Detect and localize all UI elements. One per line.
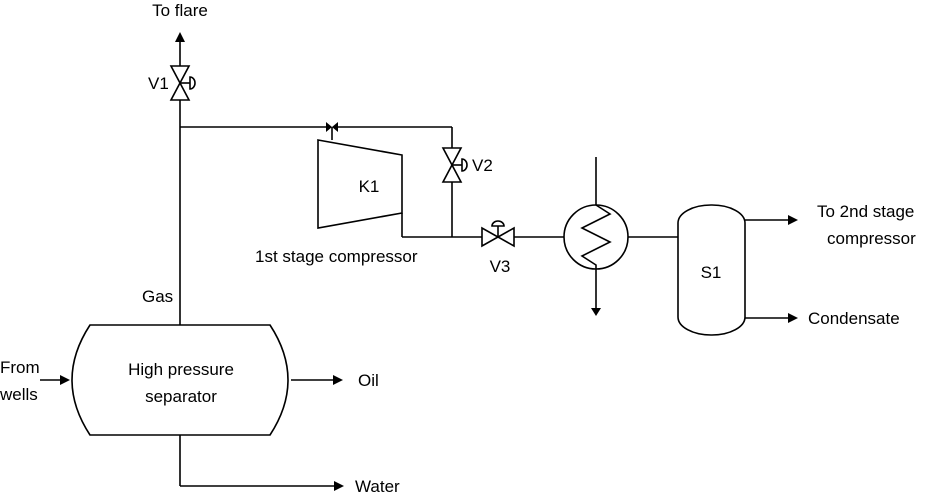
compressor-header — [180, 126, 453, 237]
separator-s1[interactable]: S1 — [677, 204, 746, 336]
gas-label: Gas — [142, 287, 173, 306]
heat-exchanger[interactable] — [563, 157, 629, 316]
to-flare-label: To flare — [152, 1, 208, 20]
v2-label: V2 — [472, 156, 493, 175]
k1-label: K1 — [359, 177, 380, 196]
valve-v2[interactable] — [441, 147, 468, 183]
compressor-k1[interactable]: K1 — [317, 139, 403, 229]
to-2nd-stage-label-1: To 2nd stage — [817, 202, 914, 221]
v2-actuator-icon — [461, 158, 468, 172]
from-wells-inlet — [40, 375, 70, 385]
v3-actuator-icon — [491, 220, 505, 227]
to-2nd-stage-label-2: compressor — [827, 229, 916, 248]
flare-line — [175, 32, 185, 325]
s1-gas-outlet — [745, 215, 798, 225]
valve-v3[interactable] — [481, 220, 515, 248]
water-outlet — [179, 435, 344, 491]
water-label: Water — [355, 477, 400, 495]
v1-label: V1 — [148, 74, 169, 93]
high-pressure-separator[interactable]: High pressure separator — [71, 324, 289, 436]
v1-actuator-icon — [189, 76, 196, 90]
separator-label-1: High pressure — [128, 360, 234, 379]
from-wells-label-1: From — [0, 358, 40, 377]
s1-condensate-outlet — [745, 313, 798, 323]
valve-v1[interactable] — [169, 65, 196, 101]
oil-outlet — [291, 375, 343, 385]
flare-arrowhead — [175, 32, 185, 42]
oil-label: Oil — [358, 371, 379, 390]
from-wells-label-2: wells — [0, 385, 38, 404]
v3-label: V3 — [490, 257, 511, 276]
compressor-label: 1st stage compressor — [255, 247, 418, 266]
separator-label-2: separator — [145, 387, 217, 406]
coolant-out-arrowhead — [591, 308, 601, 316]
s1-label: S1 — [701, 263, 722, 282]
condensate-label: Condensate — [808, 309, 900, 328]
check-valve-header — [326, 122, 338, 132]
